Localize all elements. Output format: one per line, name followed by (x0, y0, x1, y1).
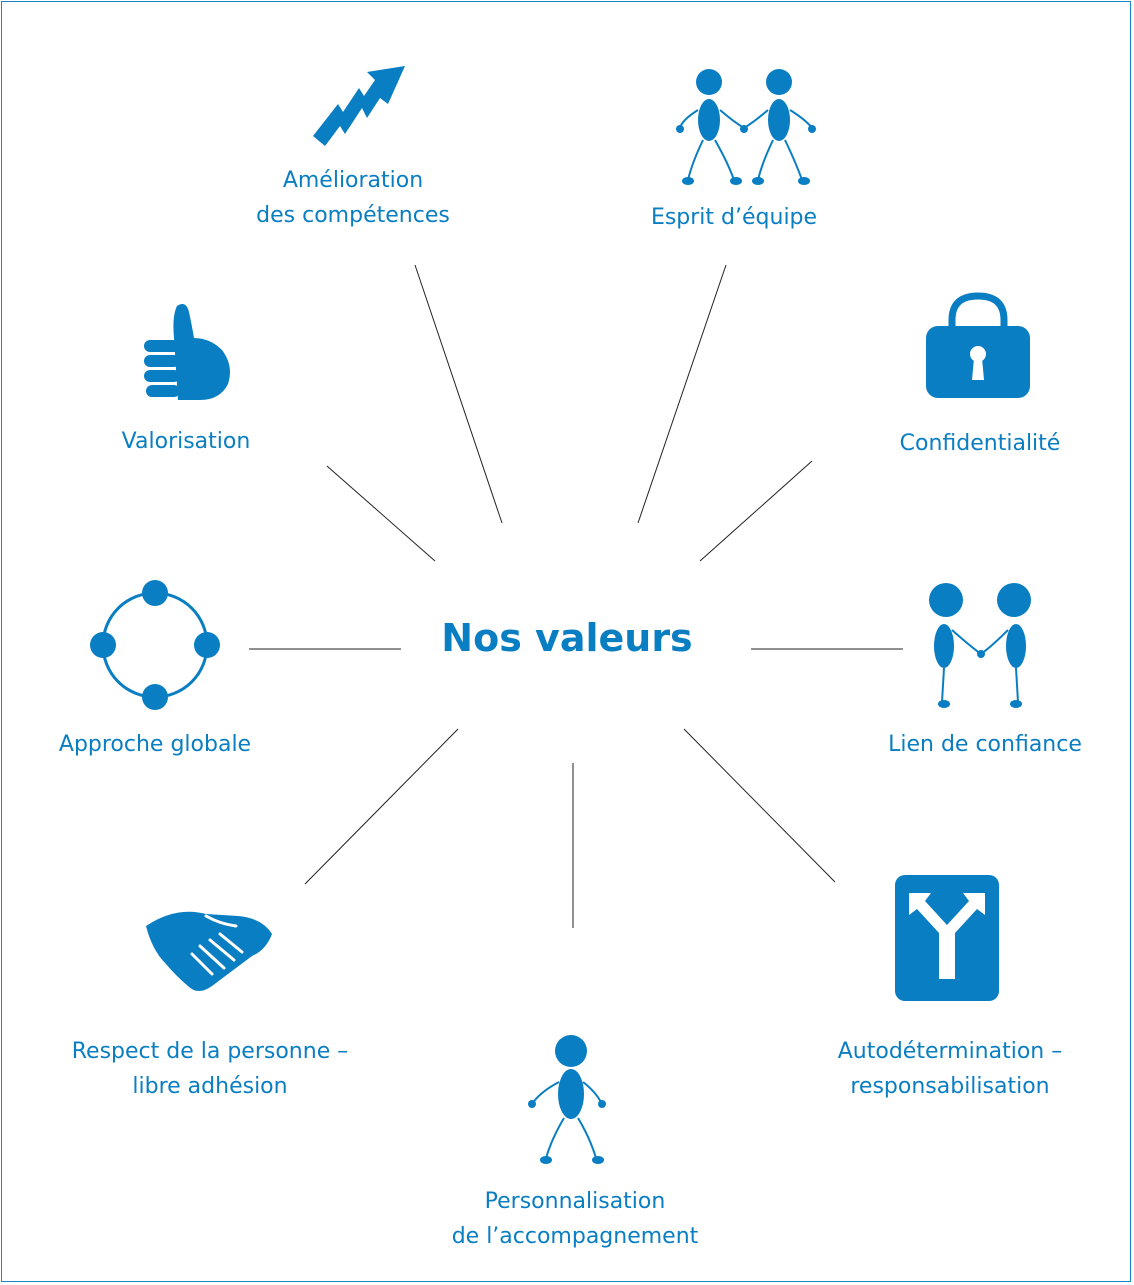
label-line: libre adhésion (132, 1074, 288, 1099)
label-line: Valorisation (121, 429, 251, 454)
label-valorisation: Valorisation (86, 424, 286, 459)
fork-arrow-sign-icon (895, 875, 999, 1001)
label-lien: Lien de confiance (860, 727, 1110, 762)
label-autodetermination: Autodétermination – responsabilisation (800, 1034, 1100, 1104)
label-line: Autodétermination – (837, 1039, 1063, 1064)
connector-amelioration (414, 264, 503, 524)
label-esprit: Esprit d’équipe (594, 200, 874, 235)
center-title: Nos valeurs (441, 616, 693, 660)
label-line: Lien de confiance (888, 732, 1082, 757)
connector-valorisation (326, 465, 436, 562)
label-line: Confidentialité (899, 431, 1061, 456)
label-line: responsabilisation (850, 1074, 1050, 1099)
thumbs-up-icon (144, 304, 230, 400)
person-icon (528, 1035, 606, 1164)
label-line: Personnalisation (484, 1189, 666, 1214)
label-confidentialite: Confidentialité (870, 426, 1090, 461)
connector-esprit (637, 264, 727, 524)
label-line: Respect de la personne – (71, 1039, 349, 1064)
label-respect: Respect de la personne – libre adhésion (40, 1034, 380, 1104)
holding-hands-icon (929, 583, 1031, 708)
label-personnalisation: Personnalisation de l’accompagnement (410, 1184, 740, 1254)
label-line: des compétences (256, 203, 450, 228)
label-line: de l’accompagnement (451, 1224, 699, 1249)
connector-autodetermination (683, 728, 836, 883)
connector-respect (304, 728, 459, 885)
connector-confidentialite (699, 460, 813, 562)
team-people-icon (676, 69, 816, 185)
label-line: Esprit d’équipe (650, 205, 818, 230)
label-approche: Approche globale (30, 727, 280, 762)
label-line: Amélioration (282, 168, 424, 193)
label-line: Approche globale (58, 732, 252, 757)
rising-arrow-icon (313, 66, 405, 146)
circle-network-icon (90, 580, 220, 710)
handshake-icon (146, 911, 272, 991)
label-amelioration: Amélioration des compétences (203, 163, 503, 233)
padlock-icon (926, 292, 1030, 398)
